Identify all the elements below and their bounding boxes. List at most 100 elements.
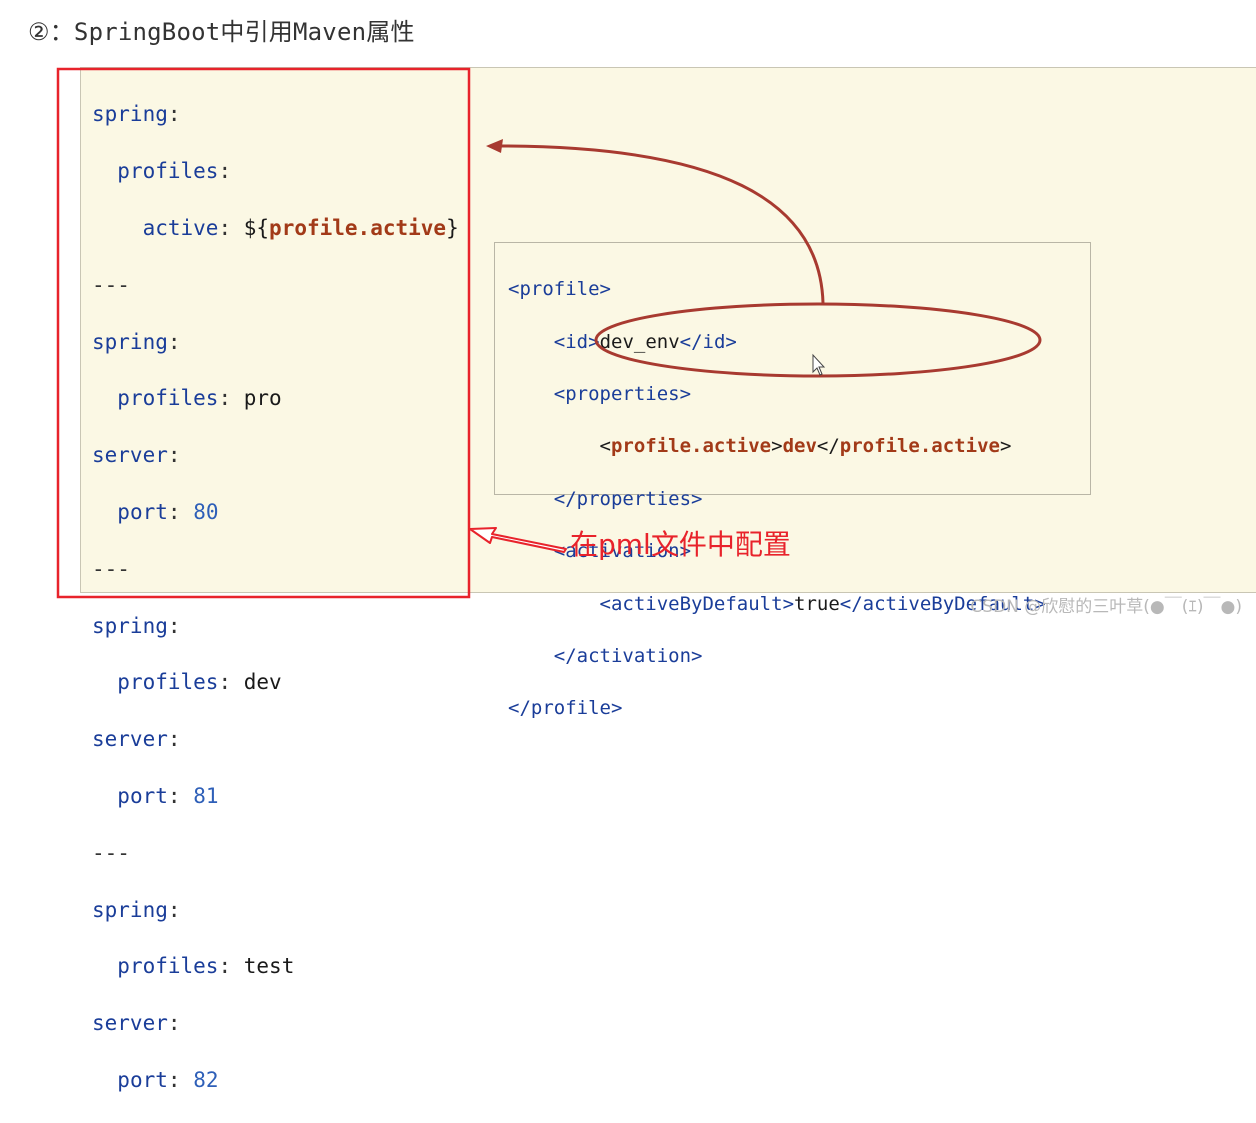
maven-profile-code: <profile> <id>dev_env</id> <properties> … xyxy=(508,250,1046,748)
code-token: : xyxy=(218,670,232,695)
code-token: properties xyxy=(576,487,692,510)
code-token: server xyxy=(92,727,168,752)
annotation-label: 在pml文件中配置 xyxy=(570,528,791,561)
code-token: : xyxy=(167,897,181,922)
code-token: </ xyxy=(508,697,531,720)
yaml-line-profiles-pro: profiles: pro xyxy=(92,384,459,412)
code-token: 82 xyxy=(193,1067,219,1092)
yaml-line-port-80: port: 80 xyxy=(92,498,459,526)
code-token: activation xyxy=(565,540,680,563)
code-token: : xyxy=(167,102,181,127)
code-token: < xyxy=(508,278,520,301)
code-token: > xyxy=(610,697,623,720)
xml-activation-close: </activation> xyxy=(508,643,1046,669)
code-token: pro xyxy=(243,386,282,411)
yaml-line-server-1: server: xyxy=(92,441,459,469)
code-token: < xyxy=(553,330,566,353)
code-token: > xyxy=(782,592,795,615)
yaml-separator-3: --- xyxy=(92,839,459,867)
code-token: > xyxy=(771,435,783,458)
code-token: port xyxy=(117,499,168,524)
xml-id-line: <id>dev_env</id> xyxy=(508,329,1046,355)
xml-active-by-default-line: <activeByDefault>true</activeByDefault> xyxy=(508,591,1046,617)
code-token: port xyxy=(117,783,168,808)
code-token: server xyxy=(92,443,168,468)
profile-active-ellipse xyxy=(594,302,1042,378)
code-token: activeByDefault xyxy=(862,592,1035,615)
code-token: spring xyxy=(92,329,168,354)
code-token: dev_env xyxy=(599,330,680,353)
code-token: 80 xyxy=(193,499,219,524)
code-token: spring xyxy=(92,102,168,127)
code-token: > xyxy=(679,540,692,563)
yaml-line-port-81: port: 81 xyxy=(92,782,459,810)
code-token: test xyxy=(243,954,295,979)
code-token: > xyxy=(1034,592,1046,615)
yaml-line-server-2: server: xyxy=(92,725,459,753)
code-token: > xyxy=(691,487,703,510)
code-token: profiles xyxy=(117,954,219,979)
xml-profile-active-value: dev xyxy=(782,435,817,458)
code-token: > xyxy=(691,644,703,667)
yaml-highlight-box xyxy=(56,67,471,599)
code-token: : xyxy=(218,954,232,979)
yaml-line-active: active: ${profile.active} xyxy=(92,214,459,242)
code-token: < xyxy=(599,592,611,615)
xml-profile-active-tag: profile.active xyxy=(610,435,772,458)
xml-properties-open: <properties> xyxy=(508,381,1046,407)
code-token: < xyxy=(553,382,566,405)
code-token: : xyxy=(167,329,181,354)
code-token: < xyxy=(599,435,611,458)
yaml-line-spring-1: spring: xyxy=(92,100,459,128)
code-token: activeByDefault xyxy=(610,592,783,615)
code-token: port xyxy=(117,1067,168,1092)
page-heading: ②：SpringBoot中引用Maven属性 xyxy=(28,18,415,46)
code-token: > xyxy=(999,435,1012,458)
code-token: --- xyxy=(92,556,130,581)
yaml-line-spring-4: spring: xyxy=(92,896,459,924)
code-token: : xyxy=(167,783,181,808)
code-token: > xyxy=(588,330,600,353)
mouse-pointer-icon xyxy=(812,353,826,376)
yaml-line-profiles-1: profiles: xyxy=(92,157,459,185)
annotation-overlay xyxy=(56,67,1042,599)
xml-properties-close: </properties> xyxy=(508,486,1046,512)
code-token: profiles xyxy=(117,670,219,695)
code-token: : xyxy=(218,216,232,240)
code-token: id xyxy=(702,330,726,353)
xml-profile-close: </profile> xyxy=(508,695,1046,721)
annotation-arrow-icon xyxy=(469,527,567,553)
code-token: : xyxy=(218,386,232,411)
watermark: CSDN @欣慰的三叶草(●￣(ｴ)￣●) xyxy=(970,597,1242,617)
reference-arrow-head xyxy=(486,139,503,153)
yaml-line-server-3: server: xyxy=(92,1009,459,1037)
code-token: > xyxy=(725,330,737,353)
code-token: --- xyxy=(92,272,130,297)
code-token: id xyxy=(565,330,589,353)
code-token: ${ xyxy=(243,216,270,240)
code-token: true xyxy=(794,592,840,615)
code-token: : xyxy=(167,499,181,524)
code-token: 81 xyxy=(193,783,219,808)
code-token: : xyxy=(218,159,232,184)
code-token: </ xyxy=(553,487,577,510)
code-token: : xyxy=(167,1011,181,1036)
code-token: dev xyxy=(243,670,282,695)
code-token: profile xyxy=(519,278,600,301)
maven-profile-box xyxy=(494,242,1091,495)
xml-profile-active-line: <profile.active>dev</profile.active> xyxy=(508,433,1046,459)
code-token: </ xyxy=(839,592,863,615)
code-token: profiles xyxy=(117,386,219,411)
code-token: : xyxy=(167,443,181,468)
code-token: server xyxy=(92,1011,168,1036)
yaml-line-spring-2: spring: xyxy=(92,328,459,356)
code-token: spring xyxy=(92,897,168,922)
xml-profile-open: <profile> xyxy=(508,276,1046,302)
code-token: > xyxy=(599,278,611,301)
code-token: </ xyxy=(679,330,703,353)
code-token: : xyxy=(167,1067,181,1092)
yaml-line-port-82: port: 82 xyxy=(92,1066,459,1094)
yaml-line-profiles-test: profiles: test xyxy=(92,952,459,980)
code-token: active xyxy=(142,216,219,240)
code-token: properties xyxy=(565,382,680,405)
